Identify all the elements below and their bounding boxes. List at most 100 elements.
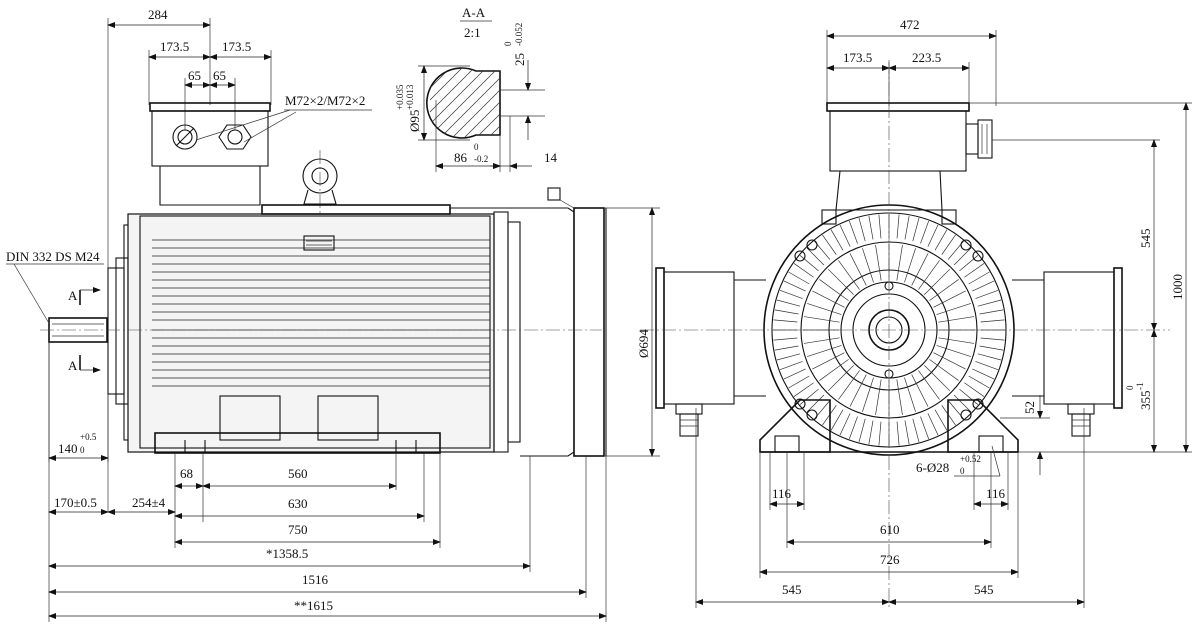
dim-1615-label: **1615 [294,598,333,613]
dim-86-tol2: -0.2 [474,154,488,164]
dim-25-tol: 0 [503,41,513,46]
dim-95-tol2: +0.013 [405,84,415,110]
fin-line [896,421,900,446]
inner-fin-line [819,279,849,301]
inner-fin-line [938,316,974,323]
dim-726-label: 726 [880,552,900,567]
dim-95-tol: +0.035 [395,84,405,110]
fin-line [878,214,882,239]
fin-line [904,215,910,240]
inner-fin-line [896,245,903,281]
dim-173-5-left-label: 173.5 [160,39,189,54]
inner-fin-line [933,352,966,370]
inner-fin-line [911,374,929,407]
dim-173-5-end-label: 173.5 [843,50,872,65]
fin-line [776,353,801,361]
fin-line [953,247,972,266]
dim-86-label: 86 [454,150,468,165]
dim-223-5-label: 223.5 [912,50,941,65]
dim-1358-label: *1358.5 [266,546,308,561]
dim-1516-label: 1516 [302,572,329,587]
inner-fin-line [849,253,867,286]
fin-line [773,337,798,341]
fin-line [839,224,851,247]
fin-line [953,394,972,413]
fin-line [977,299,1002,307]
fin-line [799,388,819,405]
fin-line [977,353,1002,361]
inner-fin-line [875,245,882,281]
fin-line [896,214,900,239]
fin-line [968,271,990,285]
fin-line [972,368,995,380]
fin-line [934,409,948,431]
dim-52-label: 52 [1022,401,1037,414]
fin-line [783,368,806,380]
inner-fin-line [933,290,966,308]
fin-line [927,224,939,247]
fin-line [920,220,930,244]
holes-tol2: 0 [960,466,965,476]
fin-line [964,263,985,278]
inner-fin-line [918,370,940,400]
inner-fin-line [929,359,959,381]
inner-fin-line [812,290,845,308]
dim-355-label: 355 [1138,391,1153,411]
dim-630-label: 630 [288,496,308,511]
inner-fin-line [838,370,860,400]
inner-fin-line [862,248,874,283]
side-view: 284 173.5 173.5 65 65 M72×2/M72×2 [6,7,660,622]
dim-116-right-label: 116 [986,486,1006,501]
inner-fin-line [938,337,974,344]
inner-fin-line [924,365,951,392]
fin-line [783,280,806,292]
fin-line [878,421,882,446]
inner-fin-line [862,377,874,412]
fin-line [927,413,939,436]
dim-68-label: 68 [180,466,193,481]
fin-line [980,337,1005,341]
thread-note: M72×2/M72×2 [285,93,365,108]
inner-fin-line [911,253,929,286]
fin-line [920,416,930,440]
inner-fin-line [804,316,840,323]
dim-25-label: 25 [512,53,527,66]
fin-line [980,319,1005,323]
dim-1000-label: 1000 [1170,274,1185,300]
fin-line [799,255,819,272]
fin-line [830,409,844,431]
dim-254-label: 254±4 [132,495,166,510]
fin-line [975,361,999,371]
section-title: A-A [462,5,486,20]
fin-line [774,309,799,315]
fin-line [979,345,1004,351]
dim-284-label: 284 [148,7,168,22]
dim-140-tol-upper: +0.5 [80,432,97,442]
fin-line [868,420,874,445]
cable-gland-icon [172,124,198,150]
holes-tol: +0.52 [960,454,981,464]
dim-95-label: Ø95 [407,110,422,132]
dim-545-left-label: 545 [782,582,802,597]
fin-line [774,345,799,351]
dim-545-right-label: 545 [974,582,994,597]
dim-694-label: Ø694 [636,329,651,358]
dim-560-label: 560 [288,466,308,481]
inner-fin-line [819,359,849,381]
inner-fin-line [936,303,971,315]
inner-fin-line [849,374,867,407]
inner-fin-line [929,279,959,301]
fin-line [793,382,814,397]
section-mark-bottom: A [68,358,78,373]
cooling-ribs [152,239,490,387]
inner-fin-line [904,377,916,412]
fin-line [806,247,825,266]
dim-355-tol: 0 [1125,385,1135,390]
dim-86-tol: 0 [474,142,479,152]
fin-line [858,217,866,242]
inner-fin-line [807,345,842,357]
dim-355-tol2: -1 [1135,383,1145,391]
dim-170-label: 170±0.5 [54,495,97,510]
dim-472-label: 472 [900,17,920,32]
